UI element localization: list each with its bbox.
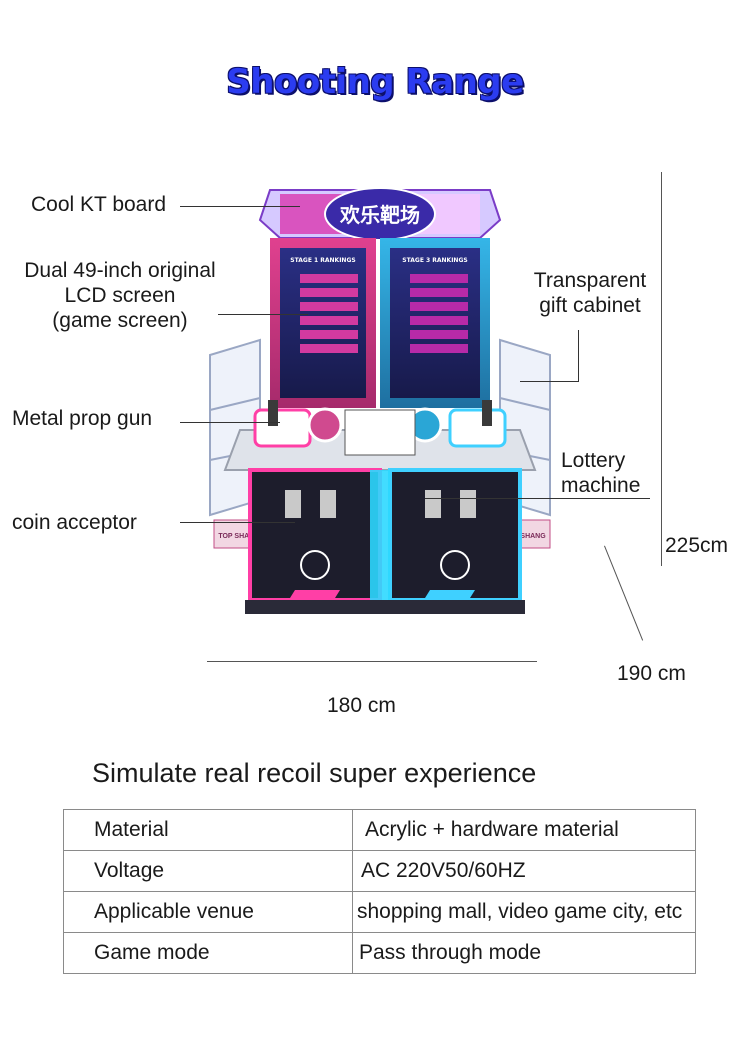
right-screen: STAGE 3 RANKINGS bbox=[390, 248, 480, 398]
left-lower-cabinet bbox=[248, 468, 382, 602]
coin-acceptor bbox=[285, 490, 301, 518]
svg-text:STAGE 3 RANKINGS: STAGE 3 RANKINGS bbox=[402, 257, 467, 264]
spec-table: Material Acrylic + hardware material Vol… bbox=[63, 809, 696, 974]
subtitle: Simulate real recoil super experience bbox=[92, 758, 537, 788]
leader-line bbox=[578, 330, 579, 382]
svg-text:TOP SHANG: TOP SHANG bbox=[218, 533, 260, 540]
leader-line bbox=[520, 381, 579, 382]
leader-line bbox=[180, 422, 280, 423]
spec-value: Pass through mode bbox=[352, 932, 696, 974]
table-row: Voltage AC 220V50/60HZ bbox=[63, 850, 696, 892]
width-dimension: 180 cm bbox=[327, 694, 396, 717]
table-row: Material Acrylic + hardware material bbox=[63, 809, 696, 851]
lottery-machine bbox=[344, 409, 416, 456]
spec-key: Applicable venue bbox=[63, 891, 353, 933]
callout-lcd: Dual 49-inch original LCD screen (game s… bbox=[24, 259, 216, 332]
spec-value: shopping mall, video game city, etc bbox=[352, 891, 696, 933]
left-prop-gun bbox=[268, 400, 278, 426]
left-screen: STAGE 1 RANKINGS bbox=[280, 248, 366, 398]
arcade-machine-image: 欢乐靶场 STAGE 1 RANKINGS STAGE 3 RANKINGS T… bbox=[209, 187, 551, 614]
spec-key: Material bbox=[63, 809, 353, 851]
callout-coin-acceptor: coin acceptor bbox=[12, 511, 137, 534]
width-dimension-line bbox=[207, 661, 537, 662]
leader-line bbox=[180, 522, 295, 523]
right-gun-holder bbox=[448, 408, 507, 448]
spec-key: Voltage bbox=[63, 850, 353, 892]
page-title: Shooting Range bbox=[226, 62, 524, 102]
depth-dimension: 190 cm bbox=[617, 662, 686, 685]
depth-dimension-line bbox=[604, 545, 644, 641]
callout-kt-board: Cool KT board bbox=[31, 193, 167, 216]
svg-text:STAGE 1 RANKINGS: STAGE 1 RANKINGS bbox=[290, 257, 355, 264]
spec-value: AC 220V50/60HZ bbox=[352, 850, 696, 892]
leader-line bbox=[425, 498, 650, 499]
callout-lottery: Lottery machine bbox=[561, 449, 641, 497]
svg-text:TOP SHANG: TOP SHANG bbox=[504, 533, 546, 540]
right-lower-cabinet bbox=[388, 468, 522, 602]
right-prop-gun bbox=[482, 400, 492, 426]
height-dimension-line bbox=[661, 172, 662, 566]
table-row: Applicable venue shopping mall, video ga… bbox=[63, 891, 696, 933]
left-gun-holder bbox=[253, 408, 312, 448]
callout-gift-cabinet: Transparent gift cabinet bbox=[533, 269, 647, 317]
height-dimension: 225cm bbox=[665, 534, 729, 557]
leader-line bbox=[218, 314, 308, 315]
callout-gun: Metal prop gun bbox=[12, 407, 153, 430]
marquee-text: 欢乐靶场 bbox=[339, 203, 420, 227]
spec-key: Game mode bbox=[63, 932, 353, 974]
kt-board: 欢乐靶场 bbox=[258, 187, 502, 241]
spec-value: Acrylic + hardware material bbox=[352, 809, 696, 851]
leader-line bbox=[180, 206, 300, 207]
table-row: Game mode Pass through mode bbox=[63, 932, 696, 974]
